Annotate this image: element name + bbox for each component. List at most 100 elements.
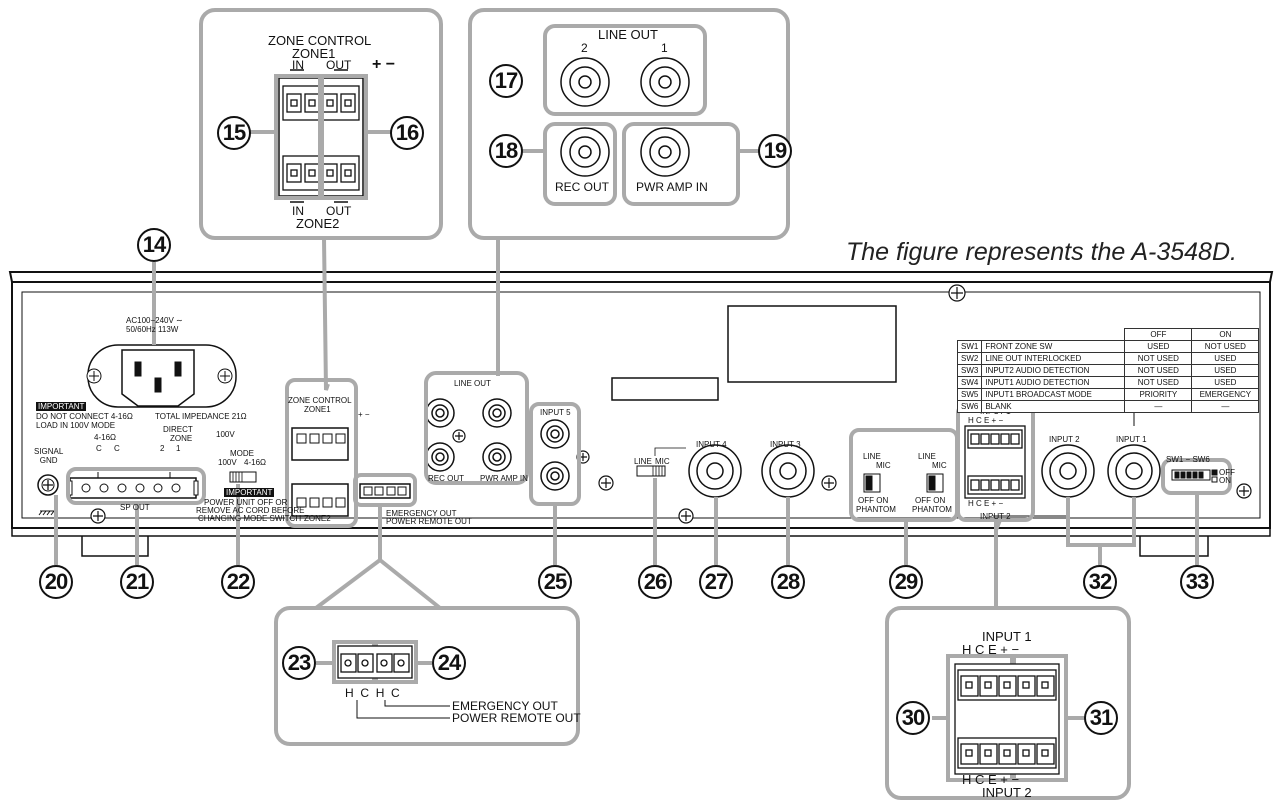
ac-inlet	[86, 344, 237, 408]
table-cell: —	[1191, 400, 1260, 413]
input3-label: INPUT 3	[770, 440, 801, 449]
zoom-input1-label: INPUT 1	[982, 629, 1032, 644]
zoom-remote-c2: C	[391, 686, 400, 700]
chassis	[8, 271, 1274, 557]
remote-terminals	[359, 483, 411, 499]
table-row: SW5 INPUT1 BROADCAST MODE PRIORITY EMERG…	[956, 388, 1260, 401]
combo-jacks	[688, 444, 1161, 498]
ph2-off: OFF	[915, 496, 931, 505]
table-cell: NOT USED	[1124, 376, 1193, 389]
table-cell: PRIORITY	[1124, 388, 1193, 401]
zone-control-terminals	[291, 427, 349, 517]
panel-emergency-out: EMERGENCY OUT	[386, 509, 457, 518]
input4-line: LINE	[634, 457, 652, 466]
zoom-zone1-out: OUT	[326, 58, 352, 72]
callout-32: 32	[1083, 565, 1117, 599]
ph2-on: ON	[933, 496, 946, 505]
sw-function-table: OFF ON SW1 FRONT ZONE SW USED NOT USED S…	[956, 328, 1260, 413]
table-cell: USED	[1124, 340, 1193, 353]
input1-jack-label: INPUT 1	[1116, 435, 1147, 444]
panel-zone1: ZONE1	[304, 405, 331, 414]
zoom-remote-hc: H C H C	[345, 686, 400, 700]
important2-line1: POWER UNIT OFF OR	[204, 498, 288, 507]
table-cell: SW4	[956, 376, 983, 389]
zoom-remote-h2: H	[375, 686, 385, 700]
panel-hce-top: H C E + −	[968, 416, 1004, 425]
important-text-2: LOAD IN 100V MODE	[36, 421, 116, 430]
table-cell: SW5	[956, 388, 983, 401]
callout-16: 16	[390, 116, 424, 150]
panel-hce-bottom: H C E + −	[968, 499, 1004, 508]
callout-18: 18	[489, 134, 523, 168]
zoom-input-euroblock	[885, 519, 1131, 800]
table-cell: NOT USED	[1191, 340, 1260, 353]
dip-label: SW1 − SW6	[1166, 455, 1210, 464]
table-cell: NOT USED	[1124, 364, 1193, 377]
callout-31: 31	[1084, 701, 1118, 735]
power-rating-2: 50/60Hz 113W	[126, 325, 179, 334]
zoom-remote-c: C	[360, 686, 370, 700]
ph1-phantom: PHANTOM	[856, 505, 896, 514]
sp-c2-label: C	[114, 444, 120, 453]
total-impedance: TOTAL IMPEDANCE 21Ω	[155, 412, 247, 421]
dip-off: OFF	[1219, 468, 1235, 477]
mode-switch[interactable]	[229, 471, 257, 483]
callout-17: 17	[489, 64, 523, 98]
table-cell: LINE OUT INTERLOCKED	[981, 352, 1126, 365]
table-row: SW6 BLANK — —	[956, 400, 1260, 413]
important-label-2: IMPORTANT	[224, 488, 275, 497]
panel-rca-jacks	[425, 398, 570, 491]
zone-label: ZONE	[170, 434, 193, 443]
table-cell: SW3	[956, 364, 983, 377]
table-cell: USED	[1191, 364, 1260, 377]
table-header-off: OFF	[1124, 328, 1193, 341]
zoom-zone2-out: OUT	[326, 204, 352, 218]
callout-30: 30	[896, 701, 930, 735]
dip-on: ON	[1219, 476, 1231, 485]
table-cell	[981, 328, 1125, 341]
callout-33: 33	[1180, 565, 1214, 599]
table-cell: —	[1124, 400, 1193, 413]
table-cell: USED	[1191, 352, 1260, 365]
table-cell: EMERGENCY	[1191, 388, 1260, 401]
ph1-mic: MIC	[876, 461, 891, 470]
important-label-1: IMPORTANT	[36, 402, 87, 411]
zoom-input2-hce: H C E + −	[962, 772, 1020, 787]
zoom-pwr-amp-in: PWR AMP IN	[636, 180, 708, 194]
callout-27: 27	[699, 565, 733, 599]
table-cell: INPUT1 BROADCAST MODE	[981, 388, 1126, 401]
panel-input2-bottom: INPUT 2	[980, 512, 1011, 521]
table-cell: USED	[1191, 376, 1260, 389]
zoom-zone1-label: ZONE1	[292, 46, 336, 61]
callout-25: 25	[538, 565, 572, 599]
zoom-line-out-2: 2	[581, 41, 588, 55]
callout-21: 21	[120, 565, 154, 599]
zoom-input2-label: INPUT 2	[982, 785, 1032, 800]
callout-29: 29	[889, 565, 923, 599]
sp-out-label: SP OUT	[120, 503, 150, 512]
zoom-emergency-out: EMERGENCY OUT	[452, 699, 558, 713]
panel-rec-out: REC OUT	[428, 474, 464, 483]
ph2-phantom: PHANTOM	[912, 505, 952, 514]
input5-label: INPUT 5	[540, 408, 571, 417]
table-cell: INPUT1 AUDIO DETECTION	[981, 376, 1126, 389]
zoom-zone2-in: IN	[292, 204, 304, 218]
panel-zone2: ZONE2	[304, 514, 331, 523]
important-badge-1: IMPORTANT	[36, 402, 87, 411]
table-cell: SW6	[956, 400, 983, 413]
figure-caption: The figure represents the A-3548D.	[846, 238, 1237, 266]
zoom-zone2-label: ZONE2	[296, 216, 340, 231]
zoom-zone1-in: IN	[292, 58, 304, 72]
line-mic-switch-input4[interactable]	[636, 465, 666, 477]
ph1-offon: OFF ON	[858, 496, 888, 505]
panel-pwr-amp-in: PWR AMP IN	[480, 474, 528, 483]
important2-line3: CHANGING MODE SWITCH	[198, 514, 302, 523]
zoom-remote-h: H	[345, 686, 354, 700]
signal-gnd-terminal	[37, 474, 59, 516]
sp-1-label: 1	[176, 444, 181, 453]
ohm-label: 4-16Ω	[94, 433, 116, 442]
callout-14: 14	[137, 228, 171, 262]
zoom-zone-control	[199, 8, 443, 391]
table-cell: INPUT2 AUDIO DETECTION	[981, 364, 1126, 377]
